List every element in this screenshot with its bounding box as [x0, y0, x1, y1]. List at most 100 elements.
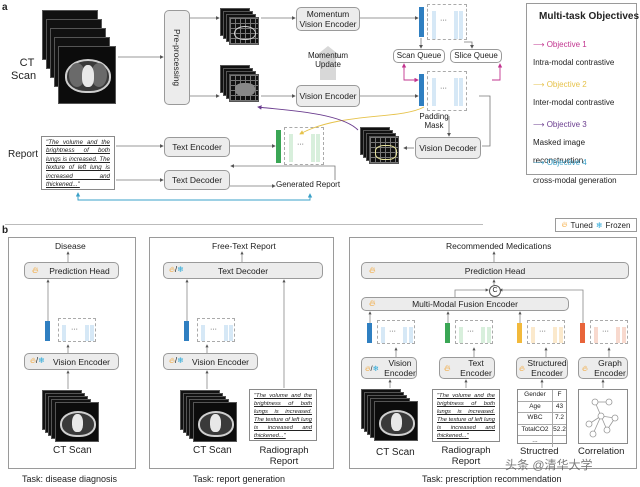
text-token-sequence: ··· — [276, 127, 336, 165]
vision-decoder-label: Vision Decoder — [419, 143, 477, 153]
task3-structured-tokens: ··· — [517, 320, 567, 344]
vision-decoder: Vision Decoder — [415, 137, 481, 159]
objective-3-desc: Masked image reconstruction — [533, 138, 586, 165]
enc-l2: Encoder — [460, 368, 492, 378]
momentum-encoder-label: Momentum Vision Encoder — [299, 9, 357, 29]
vision-encoder-label: Vision Encoder — [299, 91, 357, 101]
token-dots: ··· — [539, 328, 546, 335]
momentum-update-l2: Update — [315, 60, 341, 69]
task2-token-sequence: ··· — [184, 318, 235, 342]
legend-objective-3: ⟶ Objective 3 Masked image reconstructio… — [533, 120, 587, 165]
task2-report-l1: Radiograph — [259, 445, 309, 456]
ehr-field: WBC — [518, 413, 553, 424]
slice-queue: Slice Queue — [450, 49, 502, 63]
ehr-table-row: ... — [518, 436, 566, 447]
task1-input-label: CT Scan — [53, 445, 92, 456]
token-dots: ··· — [467, 328, 474, 335]
legend-objective-2: ⟶ Objective 2 Inter-modal contrastive — [533, 80, 615, 107]
preprocessing-label: Pre-processing — [172, 28, 182, 87]
correlation-graph-image — [578, 389, 628, 444]
ehr-value: 52.2 — [553, 425, 566, 433]
task2-ct-label: CT Scan — [193, 445, 232, 456]
objective-2-desc: Inter-modal contrastive — [533, 98, 615, 107]
ct-label-line1: CT — [19, 57, 35, 69]
task2-panel — [149, 237, 334, 469]
slice-queue-label: Slice Queue — [454, 51, 498, 60]
watermark: 头条 @清华大学 — [505, 458, 593, 472]
objective-4-name: Objective 4 — [546, 158, 587, 167]
tuned-frozen-icon: 🔥︎/❄ — [365, 364, 379, 373]
panel-b-label: b — [2, 225, 9, 236]
text-encoder: Text Encoder — [164, 137, 230, 157]
objective-3-name: Objective 3 — [546, 120, 587, 129]
momentum-update-l1: Momentum — [307, 51, 348, 60]
graph-icon — [585, 398, 619, 438]
task1-caption: Task: disease diagnosis — [22, 474, 118, 484]
enc-l1: Graph — [598, 358, 622, 368]
task3-ct-label: CT Scan — [376, 447, 415, 458]
enc-l1: Vision — [388, 358, 412, 368]
token-dots: ··· — [440, 17, 447, 24]
ehr-field: Gender — [518, 390, 553, 401]
ehr-field: ... — [518, 436, 553, 447]
tuned-frozen-icon: 🔥︎/❄ — [30, 356, 45, 365]
objective3-arrow — [257, 105, 359, 131]
text-encoder-label: Text Encoder — [172, 142, 222, 152]
legend-title: Multi-task Objectives — [539, 11, 640, 22]
momentum-update-arrow — [313, 46, 343, 80]
task1-ct-stack — [42, 390, 100, 442]
tuned-frozen-icon: 🔥︎/❄ — [169, 265, 184, 274]
text-decoder: Text Decoder — [164, 170, 230, 190]
text-decoder-label: Text Decoder — [171, 175, 223, 185]
task1-encoder-label: Vision Encoder — [52, 356, 111, 367]
token-dots: ··· — [297, 141, 304, 148]
scan-queue: Scan Queue — [393, 49, 445, 63]
task1-output: Disease — [55, 241, 86, 251]
tuned-label: Tuned — [570, 220, 593, 230]
token-dots: ··· — [210, 326, 217, 333]
ct-scan-label-2: Scan — [11, 70, 37, 82]
scan-queue-label: Scan Queue — [396, 51, 442, 60]
task1-vision-encoder: 🔥︎/❄ Vision Encoder — [24, 353, 119, 370]
enc-l2: Encoder — [384, 368, 416, 378]
task2-caption: Task: report generation — [193, 474, 286, 484]
padding-mask-l1: Padding — [419, 112, 449, 121]
task2-encoder-label: Vision Encoder — [191, 356, 250, 367]
token-dots: ··· — [602, 328, 609, 335]
task2-text-decoder: 🔥︎/❄ Text Decoder — [163, 262, 323, 279]
ct-scan-stack-a — [42, 10, 117, 105]
flame-icon: 🔥︎ — [561, 220, 568, 229]
tuned-frozen-legend: 🔥︎Tuned ❄Frozen — [555, 218, 637, 232]
task3-output: Recommended Medications — [446, 241, 552, 251]
ehr-table-row: Gender F — [518, 390, 566, 402]
enc-l2: Encoder — [594, 368, 626, 378]
panel-a-frame — [5, 8, 483, 225]
objective-1-desc: Intra-modal contrastive — [533, 58, 615, 67]
flame-icon: 🔥︎ — [369, 298, 376, 308]
report-label: Report — [8, 149, 39, 160]
task3-graph-label: Correlation — [578, 446, 625, 457]
ehr-value: 43 — [555, 402, 564, 410]
ehr-value: F — [557, 391, 562, 398]
flame-icon: 🔥︎ — [32, 265, 39, 275]
reconstructed-ct-stack — [360, 127, 402, 169]
task3-text-tokens: ··· — [445, 320, 495, 344]
task3-report-l2: Report — [451, 456, 481, 467]
task1-prediction-head: 🔥︎ Prediction Head — [24, 262, 119, 279]
task1-token-sequence: ··· — [45, 318, 96, 342]
task2-vision-encoder: 🔥︎/❄ Vision Encoder — [163, 353, 258, 370]
